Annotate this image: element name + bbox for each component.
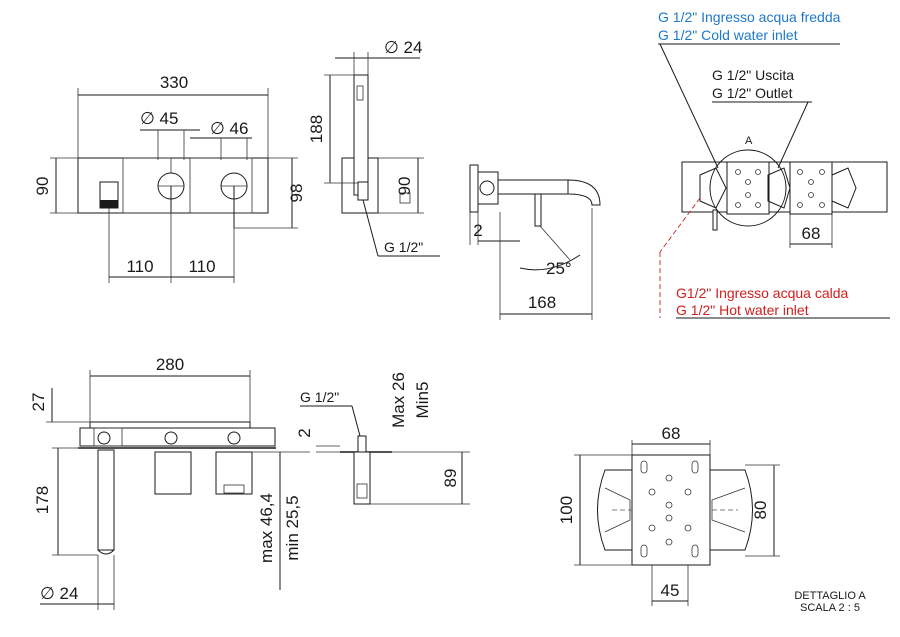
dim-80: 80 (751, 501, 770, 520)
detail-a-plate (631, 454, 711, 566)
section-valve-left (154, 451, 192, 495)
dim-98: 98 (287, 184, 306, 203)
body-plan-view: G 1/2" Ingresso acqua fredda G 1/2" Cold… (658, 9, 890, 319)
dim-110-left: 110 (126, 257, 153, 276)
bottom-side-body (353, 451, 371, 505)
dim-max-46-4: max 46,4 (257, 493, 276, 563)
label-outlet-en: G 1/2" Outlet (712, 85, 793, 101)
side-handshower (353, 74, 369, 196)
dim-330: 330 (160, 73, 188, 92)
dim-min5: Min5 (413, 382, 432, 419)
front-spout-tip (100, 200, 118, 208)
dim-2-spout: 2 (473, 221, 482, 240)
label-hot-en: G 1/2" Hot water inlet (676, 302, 809, 318)
front-view: 330 ∅ 45 ∅ 46 90 98 110 110 (33, 73, 306, 283)
spout-view: 2 25° 168 (469, 164, 601, 320)
dim-27: 27 (29, 393, 48, 412)
detail-a-scale: SCALA 2 : 5 (800, 602, 860, 614)
dim-89: 89 (441, 469, 460, 488)
dim-dia-24-bottom: ∅ 24 (40, 584, 78, 603)
section-handshower (97, 449, 115, 551)
dim-25-deg: 25° (546, 259, 572, 278)
label-outlet-it: G 1/2" Uscita (712, 67, 794, 83)
dim-max-26: Max 26 (389, 372, 408, 428)
spout-wall (469, 164, 479, 213)
dim-178: 178 (33, 486, 52, 514)
dim-168: 168 (528, 293, 556, 312)
dim-68-top: 68 (802, 224, 821, 243)
dim-45: 45 (661, 581, 680, 600)
dim-dia-45: ∅ 45 (140, 109, 178, 128)
dim-min-25-5: min 25,5 (283, 495, 302, 560)
dim-110-right: 110 (188, 257, 215, 276)
dim-90-side: 90 (395, 177, 414, 196)
detail-marker-a: A (745, 135, 753, 147)
dim-68-detail: 68 (662, 424, 681, 443)
dim-280: 280 (156, 355, 184, 374)
section-valve-right (215, 451, 253, 495)
section-body (79, 427, 276, 447)
side-view: ∅ 24 188 90 G 1/2" (307, 38, 440, 257)
bottom-front-view: 280 27 178 ∅ 24 max 46,4 min 25,5 (29, 355, 310, 610)
label-g12-side: G 1/2" (384, 239, 423, 255)
dim-90-left: 90 (33, 177, 52, 196)
dim-100: 100 (557, 496, 576, 524)
spout-body (497, 179, 569, 195)
dim-dia-24-top: ∅ 24 (384, 38, 422, 57)
label-hot-it: G1/2" Ingresso acqua calda (676, 285, 849, 301)
detail-circle-a (709, 149, 787, 227)
detail-a-view: 68 100 80 45 DETTAGLIO A SCALA 2 : 5 (557, 424, 866, 614)
detail-a-title: DETTAGLIO A (794, 590, 866, 602)
dim-2-bottom: 2 (295, 428, 314, 437)
dim-188: 188 (307, 115, 326, 143)
bottom-side-view: G 1/2" 2 Max 26 Min5 89 (295, 372, 470, 505)
label-g12-bottom: G 1/2" (300, 389, 339, 405)
dim-dia-46: ∅ 46 (210, 119, 248, 138)
label-cold-en: G 1/2" Cold water inlet (658, 27, 798, 43)
label-cold-it: G 1/2" Ingresso acqua fredda (658, 9, 841, 25)
